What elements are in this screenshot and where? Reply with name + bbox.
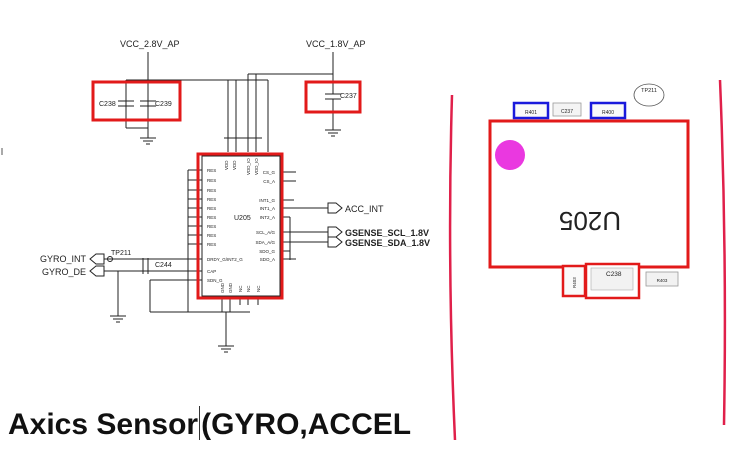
pin-int1-g: INT1_G — [259, 198, 275, 203]
label-c239: C239 — [155, 101, 172, 108]
pin-cap: CAP — [207, 269, 216, 274]
net-sda: GSENSE_SDA_1.8V — [345, 238, 430, 248]
pin1-marker — [495, 140, 525, 170]
label-c237: C237 — [340, 93, 357, 100]
figure-caption: Axics Sensor(GYRO,ACCEL — [8, 406, 411, 442]
pin-res-5: RES — [207, 206, 216, 211]
label-tp211: TP211 — [111, 250, 131, 257]
pin-res-1: RES — [207, 168, 216, 173]
schematic: VCC_2.8V_AP C238 C239 VCC_1.8V_AP C237 — [89, 39, 366, 353]
pin-sdn: SDN_G — [207, 278, 223, 283]
label-board-r400: R400 — [602, 110, 614, 116]
pin-nc-1: NC — [238, 285, 243, 292]
pin-gnd-1: GND — [220, 282, 225, 293]
board-view: R401 C237 R400 TP211 U205 R403 C238 R403 — [448, 79, 727, 441]
net-gyro-int: GYRO_INT — [40, 254, 87, 264]
rail-label-right: VCC_1.8V_AP — [306, 39, 366, 49]
pin-res-9: RES — [207, 242, 216, 247]
highlight-c238-c239 — [91, 80, 182, 122]
label-board-r403-left: R403 — [572, 277, 577, 288]
pin-nc-3: NC — [256, 285, 261, 292]
pin-scl: SCL_A/G — [256, 230, 276, 235]
comp-r400 — [589, 101, 627, 120]
pin-res-3: RES — [207, 188, 216, 193]
label-c238: C238 — [99, 101, 116, 108]
pin-vdd-2: VDD — [232, 160, 237, 170]
pin-nc-2: NC — [246, 285, 251, 292]
label-board-tp211: TP211 — [641, 88, 657, 94]
comp-r403-right — [645, 271, 679, 287]
label-board-r403-right: R403 — [657, 278, 668, 283]
highlight-u205 — [196, 152, 284, 300]
pin-cs-a: CS_A — [263, 179, 275, 184]
caption-text-start: Axics Sensor — [8, 408, 199, 441]
rail-label-left: VCC_2.8V_AP — [120, 39, 180, 49]
board-u205 — [488, 119, 690, 269]
net-scl: GSENSE_SCL_1.8V — [345, 228, 429, 238]
net-acc-int: ACC_INT — [345, 204, 384, 214]
chip-ref-u205: U205 — [234, 215, 251, 222]
pin-vddio-1: VDD_IO — [246, 158, 251, 175]
left-bracket — [448, 94, 457, 441]
comp-c237 — [552, 102, 582, 117]
caption-text-end: (GYRO,ACCEL — [201, 408, 412, 441]
label-board-c238: C238 — [606, 271, 622, 278]
label-c244: C244 — [155, 262, 172, 269]
pin-res-4: RES — [207, 197, 216, 202]
pin-vdd-1: VDD — [224, 160, 229, 170]
label-board-c237: C237 — [561, 109, 573, 115]
text-cursor — [199, 406, 201, 440]
pin-res-6: RES — [207, 215, 216, 220]
pin-res-8: RES — [207, 233, 216, 238]
pin-int1-a: INT1_A — [260, 206, 275, 211]
pin-sdo-g: SDO_G — [259, 249, 275, 254]
pin-res-7: RES — [207, 224, 216, 229]
schematic-highlights — [91, 80, 362, 300]
comp-r401 — [512, 101, 550, 120]
pin-sda: SDA_A/G — [255, 240, 275, 245]
comp-c238-body — [590, 267, 634, 291]
pin-vddio-2: VDD_IO — [254, 158, 259, 175]
net-gyro-de: GYRO_DE — [42, 267, 86, 277]
pin-int2-a: INT2_A — [260, 215, 275, 220]
chip-pin-labels: RES RES RES RES RES RES RES RES RES DRDY… — [207, 158, 275, 293]
pin-res-2: RES — [207, 178, 216, 183]
highlight-c237 — [304, 80, 362, 114]
board-tp211 — [633, 83, 665, 107]
right-bracket — [718, 79, 727, 426]
board-chip-label: U205 — [559, 206, 621, 236]
pin-gnd-2: GND — [228, 282, 233, 293]
pin-cs-g: CS_G — [263, 170, 276, 175]
pin-drdy: DRDY_G/INT2_G — [207, 257, 243, 262]
label-board-r401: R401 — [525, 110, 537, 116]
pin-sdo-a: SDO_A — [260, 257, 275, 262]
